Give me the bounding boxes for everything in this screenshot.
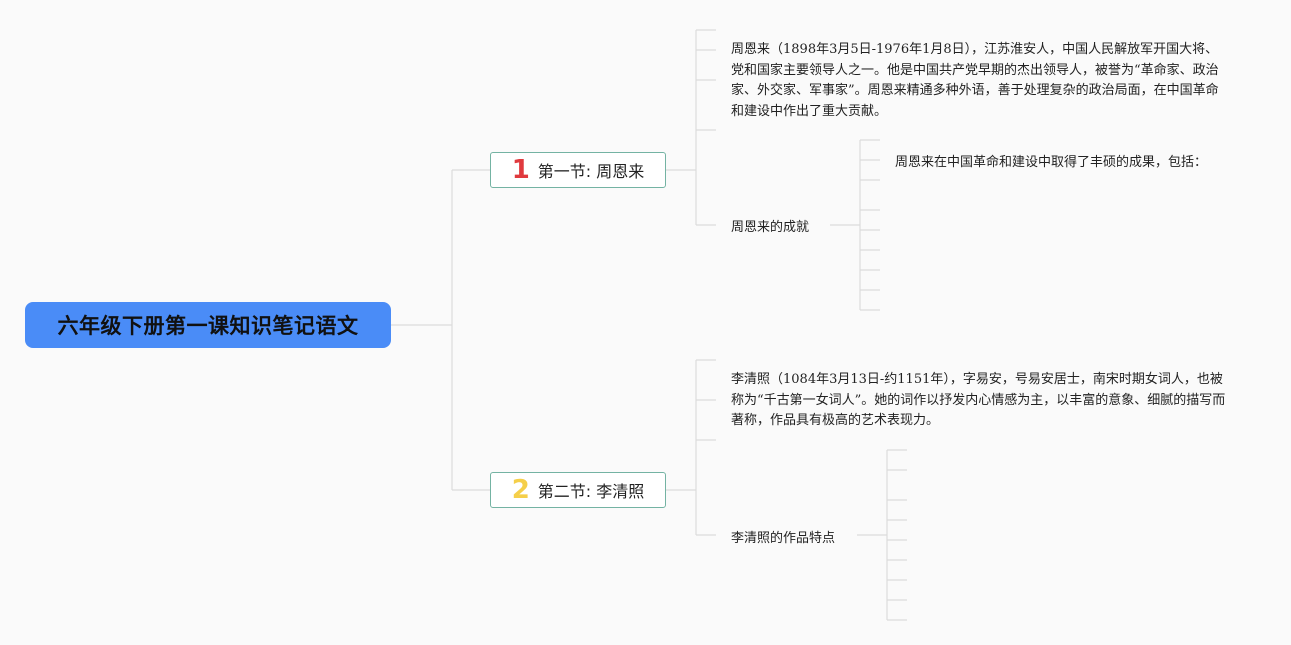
section-node-1[interactable]: 1 第一节: 周恩来 bbox=[490, 152, 666, 188]
section-number-1-badge: 1 bbox=[511, 155, 530, 185]
zhou-enlai-achievements-detail[interactable]: 周恩来在中国革命和建设中取得了丰硕的成果，包括： bbox=[895, 155, 1208, 170]
connector-root bbox=[391, 169, 490, 491]
connector-section-1 bbox=[666, 29, 716, 226]
li-qingzhao-intro[interactable]: 李清照（1084年3月13日-约1151年），字易安，号易安居士，南宋时期女词人… bbox=[731, 372, 1226, 428]
section-number-2-badge: 2 bbox=[511, 475, 530, 505]
connector-section-2 bbox=[666, 359, 716, 536]
zhou-enlai-achievements-node[interactable]: 周恩来的成就 bbox=[731, 220, 810, 235]
li-qingzhao-works-node[interactable]: 李清照的作品特点 bbox=[731, 531, 836, 546]
root-title: 六年级下册第一课知识笔记语文 bbox=[57, 314, 359, 338]
section-node-2[interactable]: 2 第二节: 李清照 bbox=[490, 472, 666, 508]
section-title-1: 第一节: 周恩来 bbox=[537, 162, 645, 181]
zhou-enlai-intro[interactable]: 周恩来（1898年3月5日-1976年1月8日），江苏淮安人，中国人民解放军开国… bbox=[731, 42, 1219, 119]
connector-achievements bbox=[830, 140, 861, 310]
section-title-2: 第二节: 李清照 bbox=[537, 482, 645, 501]
connector-achievement-ticks bbox=[860, 139, 880, 311]
connector-works bbox=[857, 450, 888, 620]
connector-work-ticks bbox=[887, 449, 907, 621]
root-node[interactable]: 六年级下册第一课知识笔记语文 bbox=[25, 302, 391, 348]
